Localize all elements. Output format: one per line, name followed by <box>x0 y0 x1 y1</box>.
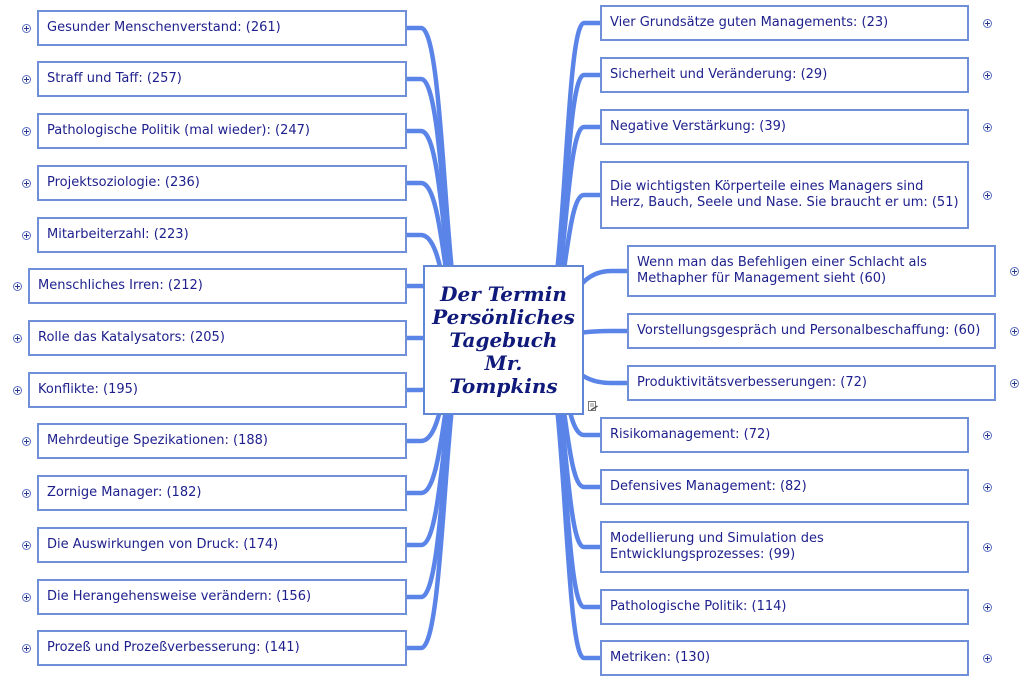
topic-node-left[interactable]: Projektsoziologie: (236) <box>37 165 407 201</box>
expand-icon[interactable] <box>22 540 31 550</box>
topic-node-right[interactable]: Vier Grundsätze guten Managements: (23) <box>600 5 969 41</box>
topic-node-left[interactable]: Menschliches Irren: (212) <box>28 268 407 304</box>
topic-node-right[interactable]: Risikomanagement: (72) <box>600 417 969 453</box>
central-topic-line: Tagebuch <box>449 327 558 352</box>
topic-label: Konflikte: (195) <box>38 382 138 397</box>
topic-label: Modellierung und Simulation des Entwickl… <box>610 531 824 562</box>
expand-icon[interactable] <box>983 70 992 80</box>
expand-icon[interactable] <box>22 178 31 188</box>
note-icon[interactable] <box>588 401 598 412</box>
expand-icon[interactable] <box>22 488 31 498</box>
expand-icon[interactable] <box>983 190 992 200</box>
topic-node-left[interactable]: Die Auswirkungen von Druck: (174) <box>37 527 407 563</box>
topic-node-left[interactable]: Prozeß und Prozeßverbesserung: (141) <box>37 630 407 666</box>
expand-icon[interactable] <box>22 436 31 446</box>
topic-label: Wenn man das Befehligen einer Schlacht a… <box>637 255 927 286</box>
topic-label: Metriken: (130) <box>610 650 711 665</box>
topic-node-right[interactable]: Die wichtigsten Körperteile eines Manage… <box>600 161 969 229</box>
topic-label: Rolle das Katalysators: (205) <box>38 330 225 345</box>
topic-node-right[interactable]: Pathologische Politik: (114) <box>600 589 969 625</box>
expand-icon[interactable] <box>13 281 22 291</box>
topic-label: Die Herangehensweise verändern: (156) <box>47 589 312 604</box>
expand-icon[interactable] <box>13 333 22 343</box>
central-topic-line: Tompkins <box>449 373 558 398</box>
topic-label: Projektsoziologie: (236) <box>47 175 200 190</box>
topic-label: Pathologische Politik (mal wieder): (247… <box>47 123 310 138</box>
topic-label: Die wichtigsten Körperteile eines Manage… <box>610 179 959 210</box>
topic-node-left[interactable]: Die Herangehensweise verändern: (156) <box>37 579 407 615</box>
topic-label: Pathologische Politik: (114) <box>610 599 787 614</box>
central-topic-line: Persönliches <box>432 304 575 329</box>
topic-label: Vorstellungsgespräch und Personalbeschaf… <box>637 323 981 338</box>
topic-node-left[interactable]: Konflikte: (195) <box>28 372 407 408</box>
topic-label: Mehrdeutige Spezikationen: (188) <box>47 433 268 448</box>
expand-icon[interactable] <box>22 592 31 602</box>
topic-node-left[interactable]: Zornige Manager: (182) <box>37 475 407 511</box>
topic-label: Sicherheit und Veränderung: (29) <box>610 67 828 82</box>
topic-node-right[interactable]: Vorstellungsgespräch und Personalbeschaf… <box>627 313 996 349</box>
topic-node-left[interactable]: Mitarbeiterzahl: (223) <box>37 217 407 253</box>
central-topic[interactable]: Der Termin Persönliches Tagebuch Mr. Tom… <box>423 265 584 415</box>
expand-icon[interactable] <box>22 23 31 33</box>
topic-node-right[interactable]: Defensives Management: (82) <box>600 469 969 505</box>
expand-icon[interactable] <box>983 602 992 612</box>
expand-icon[interactable] <box>983 542 992 552</box>
topic-label: Straff und Taff: (257) <box>47 71 182 86</box>
expand-icon[interactable] <box>13 385 22 395</box>
topic-node-left[interactable]: Rolle das Katalysators: (205) <box>28 320 407 356</box>
expand-icon[interactable] <box>22 230 31 240</box>
topic-node-left[interactable]: Gesunder Menschenverstand: (261) <box>37 10 407 46</box>
topic-label: Prozeß und Prozeßverbesserung: (141) <box>47 640 300 655</box>
topic-node-right[interactable]: Wenn man das Befehligen einer Schlacht a… <box>627 245 996 297</box>
topic-node-right[interactable]: Negative Verstärkung: (39) <box>600 109 969 145</box>
topic-node-right[interactable]: Metriken: (130) <box>600 640 969 676</box>
central-topic-line: Mr. <box>484 350 523 375</box>
topic-node-left[interactable]: Mehrdeutige Spezikationen: (188) <box>37 423 407 459</box>
expand-icon[interactable] <box>22 126 31 136</box>
topic-node-left[interactable]: Straff und Taff: (257) <box>37 61 407 97</box>
expand-icon[interactable] <box>983 122 992 132</box>
topic-label: Zornige Manager: (182) <box>47 485 202 500</box>
expand-icon[interactable] <box>1010 266 1019 276</box>
expand-icon[interactable] <box>1010 378 1019 388</box>
topic-node-right[interactable]: Sicherheit und Veränderung: (29) <box>600 57 969 93</box>
topic-node-right[interactable]: Produktivitätsverbesserungen: (72) <box>627 365 996 401</box>
topic-label: Risikomanagement: (72) <box>610 427 771 442</box>
topic-label: Mitarbeiterzahl: (223) <box>47 227 189 242</box>
expand-icon[interactable] <box>983 18 992 28</box>
topic-label: Negative Verstärkung: (39) <box>610 119 786 134</box>
topic-node-left[interactable]: Pathologische Politik (mal wieder): (247… <box>37 113 407 149</box>
topic-label: Defensives Management: (82) <box>610 479 807 494</box>
expand-icon[interactable] <box>983 653 992 663</box>
expand-icon[interactable] <box>983 482 992 492</box>
central-topic-line: Der Termin <box>440 281 567 306</box>
expand-icon[interactable] <box>1010 326 1019 336</box>
topic-node-right[interactable]: Modellierung und Simulation des Entwickl… <box>600 521 969 573</box>
topic-label: Menschliches Irren: (212) <box>38 278 203 293</box>
expand-icon[interactable] <box>22 643 31 653</box>
topic-label: Vier Grundsätze guten Managements: (23) <box>610 15 889 30</box>
topic-label: Produktivitätsverbesserungen: (72) <box>637 375 867 390</box>
expand-icon[interactable] <box>22 74 31 84</box>
topic-label: Gesunder Menschenverstand: (261) <box>47 20 281 35</box>
expand-icon[interactable] <box>983 430 992 440</box>
topic-label: Die Auswirkungen von Druck: (174) <box>47 537 279 552</box>
